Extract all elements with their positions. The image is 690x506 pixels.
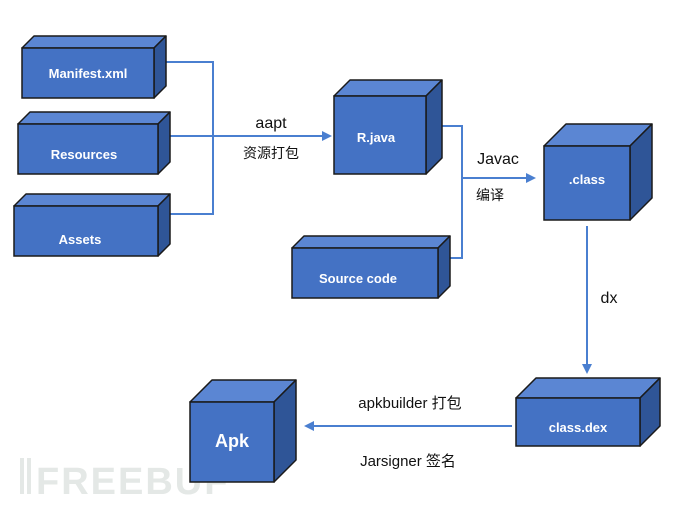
edge-labels: aapt 资源打包 Javac 编译 dx apkbuilder 打包 Jars… (243, 115, 617, 470)
source-code-box-side (437, 235, 451, 299)
resources-box-top (17, 111, 171, 125)
manifest-box-top (21, 35, 167, 49)
jarsigner-label: Jarsigner 签名 (360, 453, 456, 470)
class-label: .class (569, 172, 605, 187)
rjava-box-front (333, 95, 427, 175)
apk-box-front (189, 401, 275, 483)
apkbuilder-label: apkbuilder 打包 (358, 395, 461, 412)
source-code-box-front (291, 247, 439, 299)
rjava-to-class-connector (426, 125, 536, 183)
apk-box: Apk (189, 379, 297, 483)
aapt-tool-label: aapt (255, 115, 287, 132)
rjava-label: R.java (357, 130, 396, 145)
rjava-box-side (425, 79, 443, 175)
assets-box-side (157, 193, 171, 257)
source-code-box: Source code (291, 235, 451, 299)
connectors (154, 61, 592, 431)
assets-box: Assets (13, 193, 171, 257)
dex-box-front (515, 397, 641, 447)
dex-box: class.dex (515, 377, 661, 447)
javac-tool-label: Javac (477, 151, 519, 168)
assets-label: Assets (59, 232, 102, 247)
assets-connector (158, 136, 214, 215)
assets-box-top (13, 193, 171, 207)
manifest-box-front (21, 47, 155, 99)
resources-box: Resources (17, 111, 171, 175)
dex-box-top (515, 377, 661, 399)
manifest-label: Manifest.xml (49, 66, 128, 81)
class-box-front (543, 145, 631, 221)
dex-label: class.dex (549, 420, 608, 435)
resources-label: Resources (51, 147, 117, 162)
javac-desc-label: 编译 (476, 187, 504, 203)
dx-tool-label: dx (601, 290, 618, 307)
boxes: Manifest.xml Resources Assets R.java Sou… (13, 35, 661, 483)
resources-box-front (17, 123, 159, 175)
resources-box-side (157, 111, 171, 175)
source-code-label: Source code (319, 271, 397, 286)
assets-box-front (13, 205, 159, 257)
manifest-to-rjava-connector (154, 61, 332, 141)
manifest-box: Manifest.xml (21, 35, 167, 99)
rjava-box-top (333, 79, 443, 97)
apk-label: Apk (215, 431, 250, 451)
class-box: .class (543, 123, 653, 221)
aapt-desc-label: 资源打包 (243, 145, 299, 161)
manifest-box-side (153, 35, 167, 99)
source-code-box-top (291, 235, 451, 249)
rjava-box: R.java (333, 79, 443, 175)
